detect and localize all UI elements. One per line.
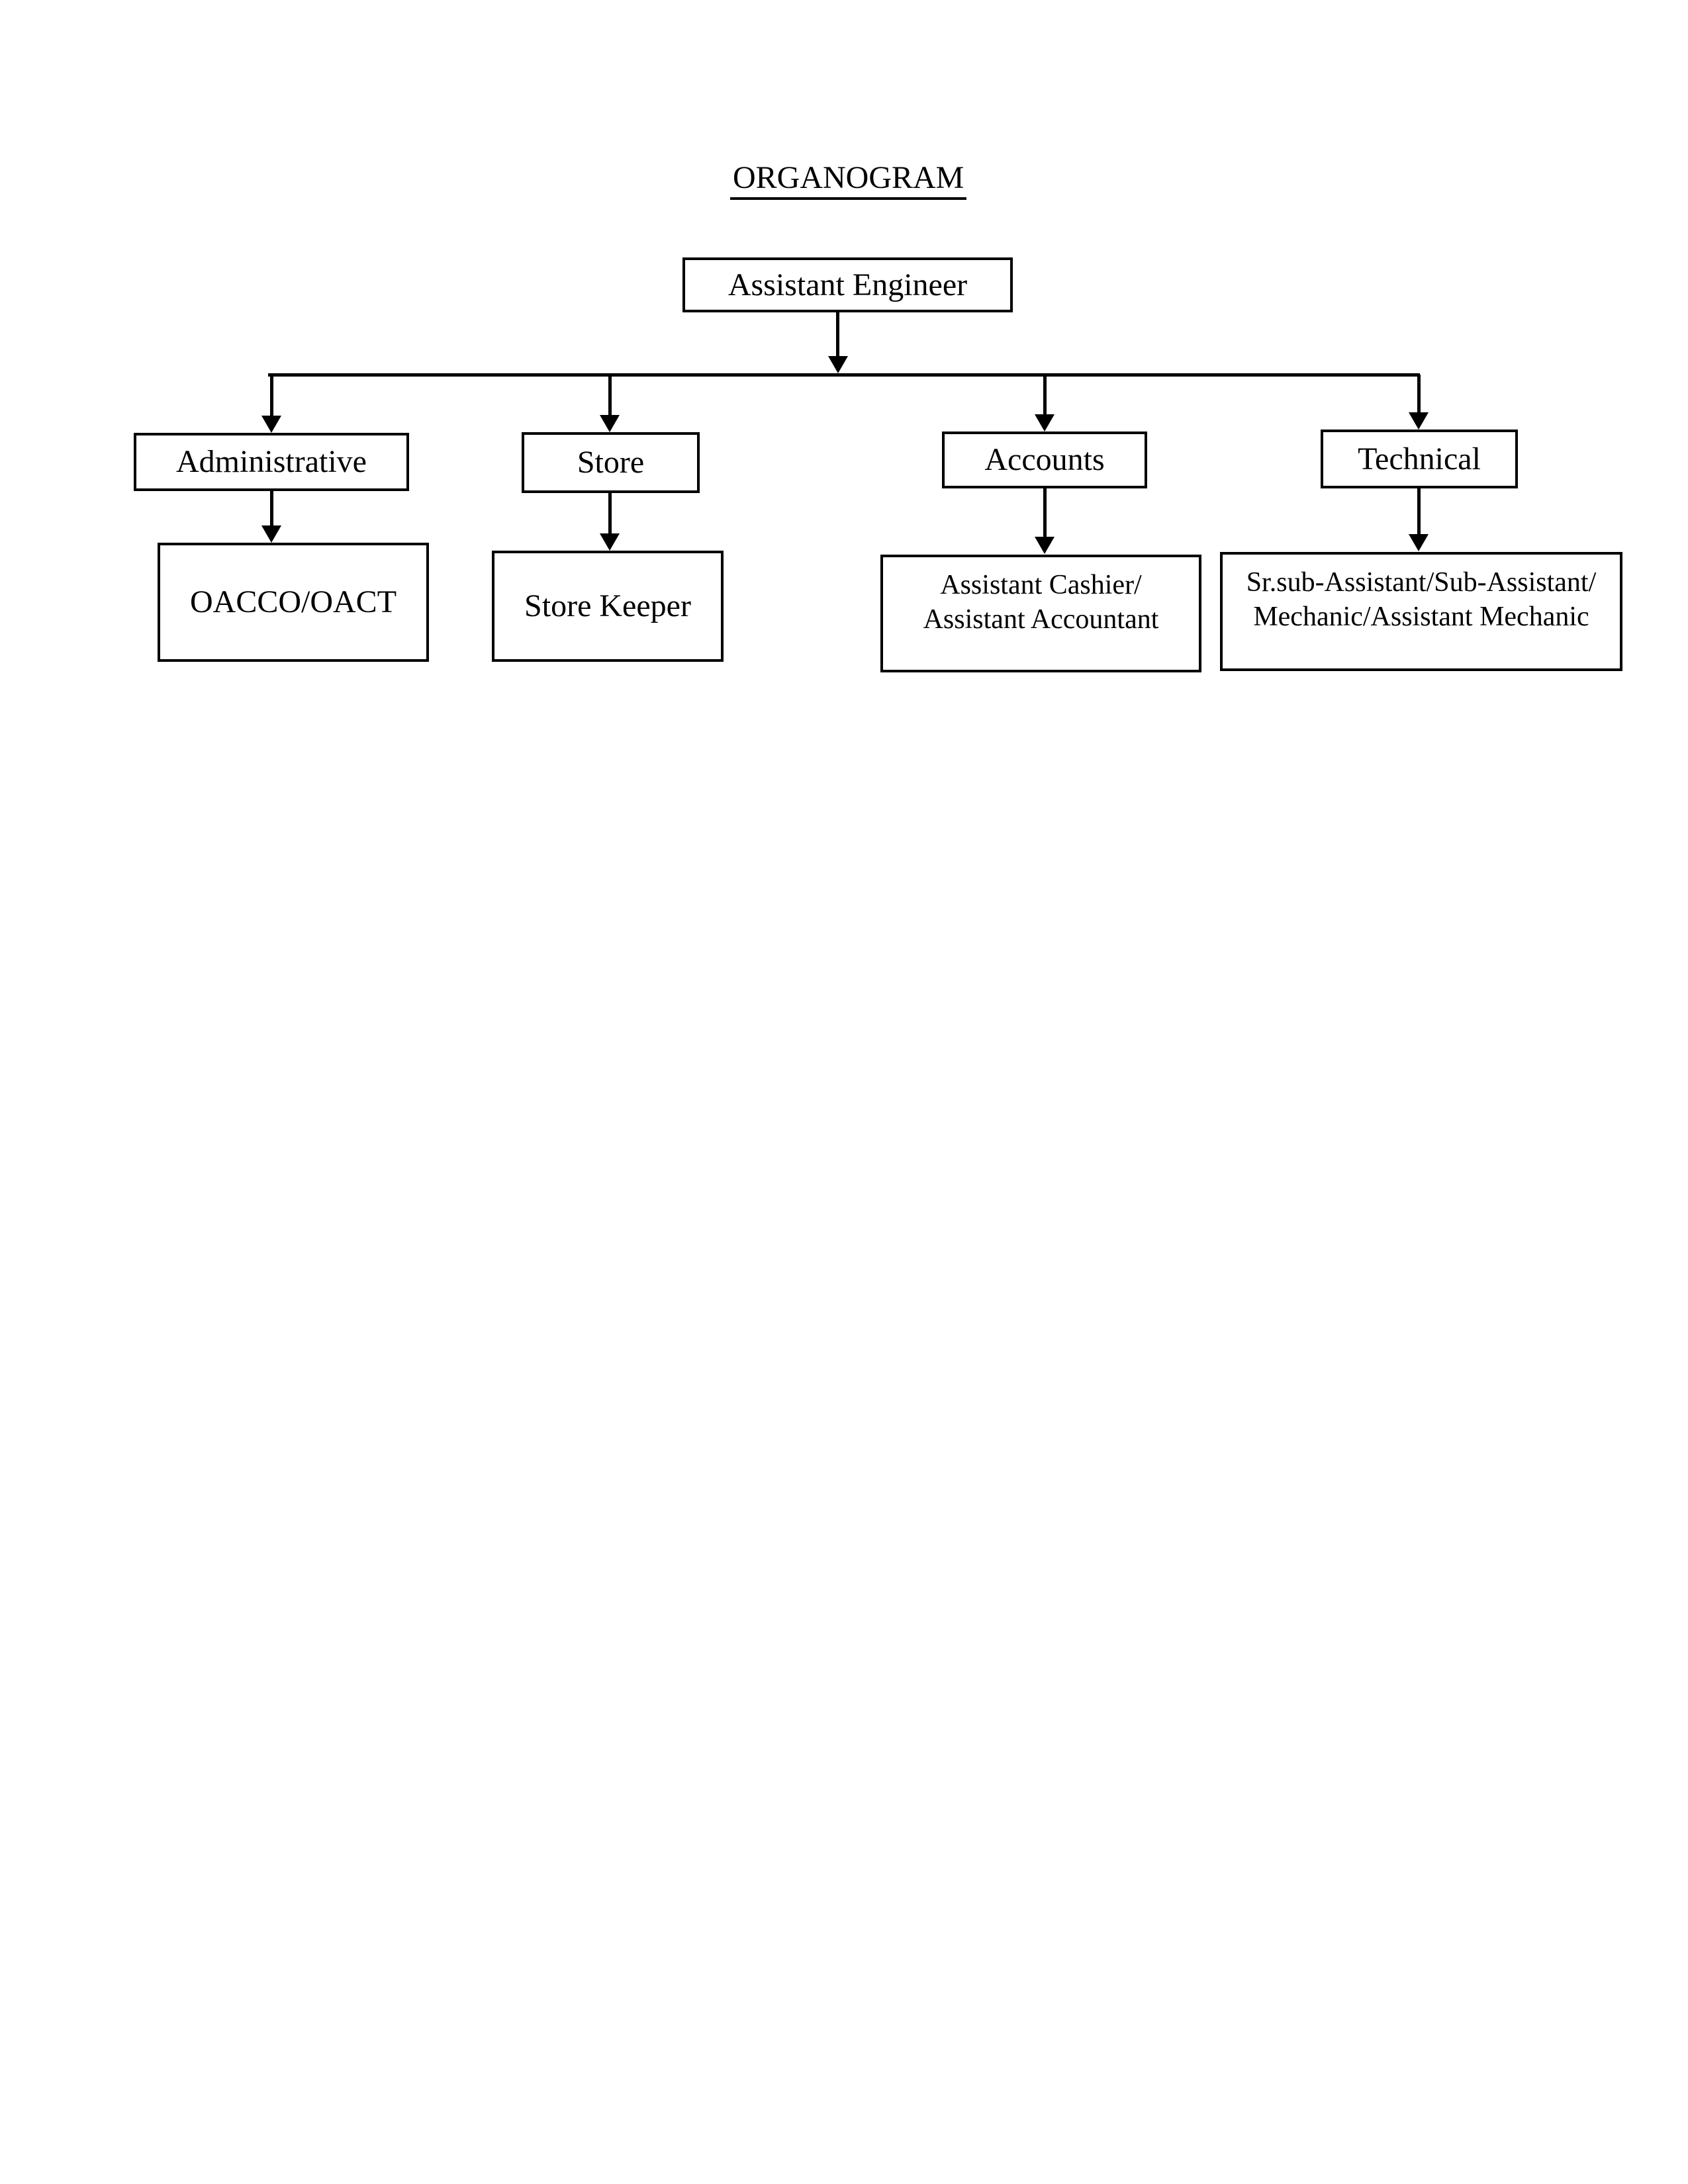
child-box-technical-staff: Sr.sub-Assistant/Sub-Assistant/ Mechanic…	[1220, 552, 1622, 671]
trunk-line	[268, 373, 1420, 377]
child-box-store-keeper-label: Store Keeper	[524, 588, 691, 624]
branch-box-administrative: Administrative	[134, 433, 409, 491]
chart-title: ORGANOGRAM	[730, 160, 967, 200]
child-connector-line-accounts	[1043, 488, 1047, 537]
branch-connector-line-administrative	[270, 375, 273, 416]
root-box-assistant-engineer: Assistant Engineer	[682, 257, 1013, 312]
child-box-store-keeper: Store Keeper	[492, 551, 724, 662]
assistant-cashier-line1: Assistant Cashier/	[940, 570, 1142, 600]
child-connector-arrowhead-store	[600, 533, 620, 551]
branch-connector-arrowhead-accounts	[1035, 414, 1055, 432]
root-box-label: Assistant Engineer	[727, 267, 968, 302]
branch-connector-arrowhead-administrative	[261, 416, 281, 433]
branch-box-technical: Technical	[1321, 430, 1518, 488]
branch-connector-line-technical	[1417, 375, 1421, 412]
branch-box-store-label: Store	[577, 445, 645, 480]
root-connector-line	[836, 312, 839, 357]
branch-connector-line-store	[608, 375, 612, 415]
branch-connector-arrowhead-technical	[1409, 412, 1429, 430]
technical-staff-line1: Sr.sub-Assistant/Sub-Assistant/	[1246, 567, 1597, 598]
technical-staff-line2: Mechanic/Assistant Mechanic	[1253, 602, 1589, 633]
branch-box-accounts-label: Accounts	[984, 442, 1105, 478]
child-connector-line-technical	[1417, 488, 1421, 534]
branch-box-technical-label: Technical	[1358, 441, 1481, 477]
root-connector-arrowhead	[828, 356, 848, 373]
child-box-oacco-oact-label: OACCO/OACT	[189, 584, 397, 620]
branch-box-administrative-label: Administrative	[176, 444, 367, 480]
child-box-assistant-cashier-accountant-label: Assistant Cashier/ Assistant Accountant	[923, 568, 1159, 637]
branch-box-accounts: Accounts	[942, 432, 1147, 488]
child-connector-line-administrative	[270, 491, 273, 525]
child-box-assistant-cashier-accountant: Assistant Cashier/ Assistant Accountant	[880, 555, 1201, 672]
branch-connector-line-accounts	[1043, 375, 1047, 414]
child-box-oacco-oact: OACCO/OACT	[158, 543, 429, 662]
child-connector-line-store	[608, 493, 612, 533]
child-connector-arrowhead-administrative	[261, 525, 281, 543]
branch-box-store: Store	[522, 432, 700, 493]
child-box-technical-staff-label: Sr.sub-Assistant/Sub-Assistant/ Mechanic…	[1246, 565, 1597, 634]
branch-connector-arrowhead-store	[600, 415, 620, 432]
child-connector-arrowhead-accounts	[1035, 537, 1055, 554]
child-connector-arrowhead-technical	[1409, 534, 1429, 551]
assistant-cashier-line2: Assistant Accountant	[923, 604, 1159, 635]
